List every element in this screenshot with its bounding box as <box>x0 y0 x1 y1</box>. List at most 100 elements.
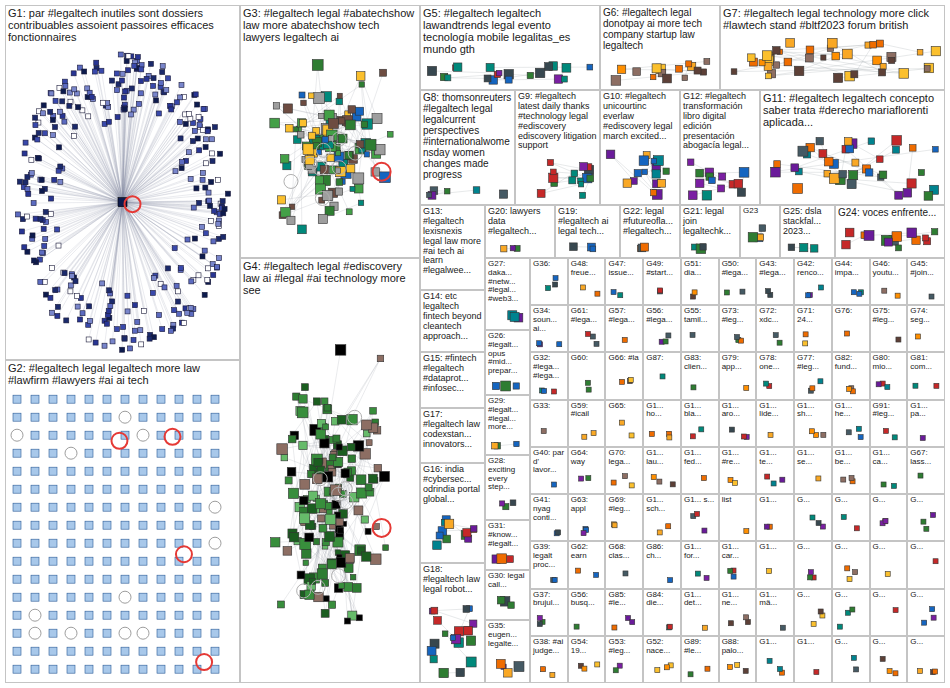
vertex-icon <box>818 379 823 384</box>
vertex-icon <box>832 52 840 60</box>
vertex-icon <box>920 435 925 440</box>
vertex-icon <box>114 71 119 76</box>
vertex-icon <box>121 611 129 619</box>
vertex-icon <box>118 52 123 57</box>
vertex-icon <box>341 469 349 477</box>
vertex-icon <box>175 299 180 304</box>
vertex-icon <box>322 137 328 143</box>
vertex-icon <box>431 607 438 614</box>
vertex-icon <box>594 341 599 346</box>
vertex-icon <box>49 611 57 619</box>
vertex-icon <box>120 347 125 352</box>
vertex-icon <box>576 568 581 573</box>
vertex-ring <box>332 569 346 583</box>
vertex-icon <box>368 474 377 483</box>
vertex-icon <box>851 71 858 78</box>
vertex-icon <box>771 167 781 177</box>
vertex-icon <box>62 119 67 124</box>
vertex-icon <box>660 374 665 379</box>
vertex-icon <box>687 159 693 165</box>
vertex-icon <box>696 169 704 177</box>
vertex-icon <box>120 71 125 76</box>
vertex-icon <box>299 441 307 449</box>
vertex-icon <box>892 435 897 440</box>
vertex-icon <box>501 246 507 252</box>
vertex-icon <box>336 167 346 177</box>
vertex-icon <box>85 539 93 547</box>
vertex-icon <box>139 665 147 673</box>
vertex-link <box>301 135 302 230</box>
vertex-icon <box>907 228 917 238</box>
vertex-link <box>303 399 366 425</box>
vertex-icon <box>463 606 470 613</box>
vertex-icon <box>49 91 54 96</box>
vertex-ring <box>119 627 131 639</box>
vertex-link <box>107 103 122 202</box>
vertex-link <box>123 202 174 328</box>
vertex-icon <box>13 539 21 547</box>
vertex-link <box>25 153 123 202</box>
vertex-icon <box>759 60 765 66</box>
vertex-icon <box>803 332 808 337</box>
vertex-link <box>323 528 359 618</box>
vertex-icon <box>49 665 57 673</box>
vertex-icon <box>430 656 437 663</box>
vertex-icon <box>25 186 30 191</box>
vertex-icon <box>131 337 136 342</box>
vertex-icon <box>633 68 641 76</box>
vertex-icon <box>896 245 902 251</box>
vertex-icon <box>313 539 319 545</box>
vertex-icon <box>377 355 383 361</box>
vertex-icon <box>444 188 450 194</box>
vertex-ring <box>164 429 180 445</box>
vertex-icon <box>884 238 892 246</box>
vertex-link <box>20 182 123 202</box>
vertex-icon <box>892 232 902 242</box>
vertex-icon <box>629 483 634 488</box>
vertex-icon <box>212 125 217 130</box>
vertex-icon <box>69 273 74 278</box>
vertex-icon <box>42 131 47 136</box>
vertex-icon <box>507 556 514 563</box>
vertex-icon <box>562 63 571 72</box>
vertex-icon <box>590 246 596 252</box>
vertex-icon <box>933 147 939 153</box>
vertex-link <box>795 141 872 168</box>
vertex-icon <box>366 440 372 446</box>
vertex-ring <box>373 519 391 537</box>
vertex-icon <box>281 208 291 218</box>
vertex-icon <box>178 95 183 100</box>
vertex-link <box>92 97 123 202</box>
vertex-icon <box>211 665 219 673</box>
vertex-icon <box>216 177 221 182</box>
vertex-icon <box>356 615 362 621</box>
vertex-icon <box>139 593 147 601</box>
vertex-icon <box>212 208 217 213</box>
vertex-icon <box>107 288 112 293</box>
vertex-link <box>123 131 208 202</box>
vertex-icon <box>42 244 47 249</box>
vertex-icon <box>15 212 20 217</box>
vertex-link <box>827 169 866 174</box>
vertex-icon <box>501 381 511 391</box>
vertex-icon <box>556 530 561 535</box>
vertex-icon <box>85 593 93 601</box>
vertex-icon <box>300 119 307 126</box>
vertex-icon <box>124 59 129 64</box>
vertex-icon <box>13 521 21 529</box>
vertex-icon <box>651 190 657 196</box>
vertex-icon <box>103 611 111 619</box>
vertex-link <box>42 180 123 202</box>
vertex-icon <box>31 647 39 655</box>
vertex-icon <box>197 200 202 205</box>
vertex-icon <box>547 160 553 166</box>
vertex-icon <box>629 433 634 438</box>
vertex-icon <box>699 427 704 432</box>
vertex-icon <box>808 575 813 580</box>
vertex-link <box>322 422 375 574</box>
vertex-icon <box>303 560 308 565</box>
vertex-link <box>294 358 380 537</box>
vertex-link <box>123 113 159 202</box>
vertex-icon <box>288 435 296 443</box>
vertex-icon <box>864 230 874 240</box>
